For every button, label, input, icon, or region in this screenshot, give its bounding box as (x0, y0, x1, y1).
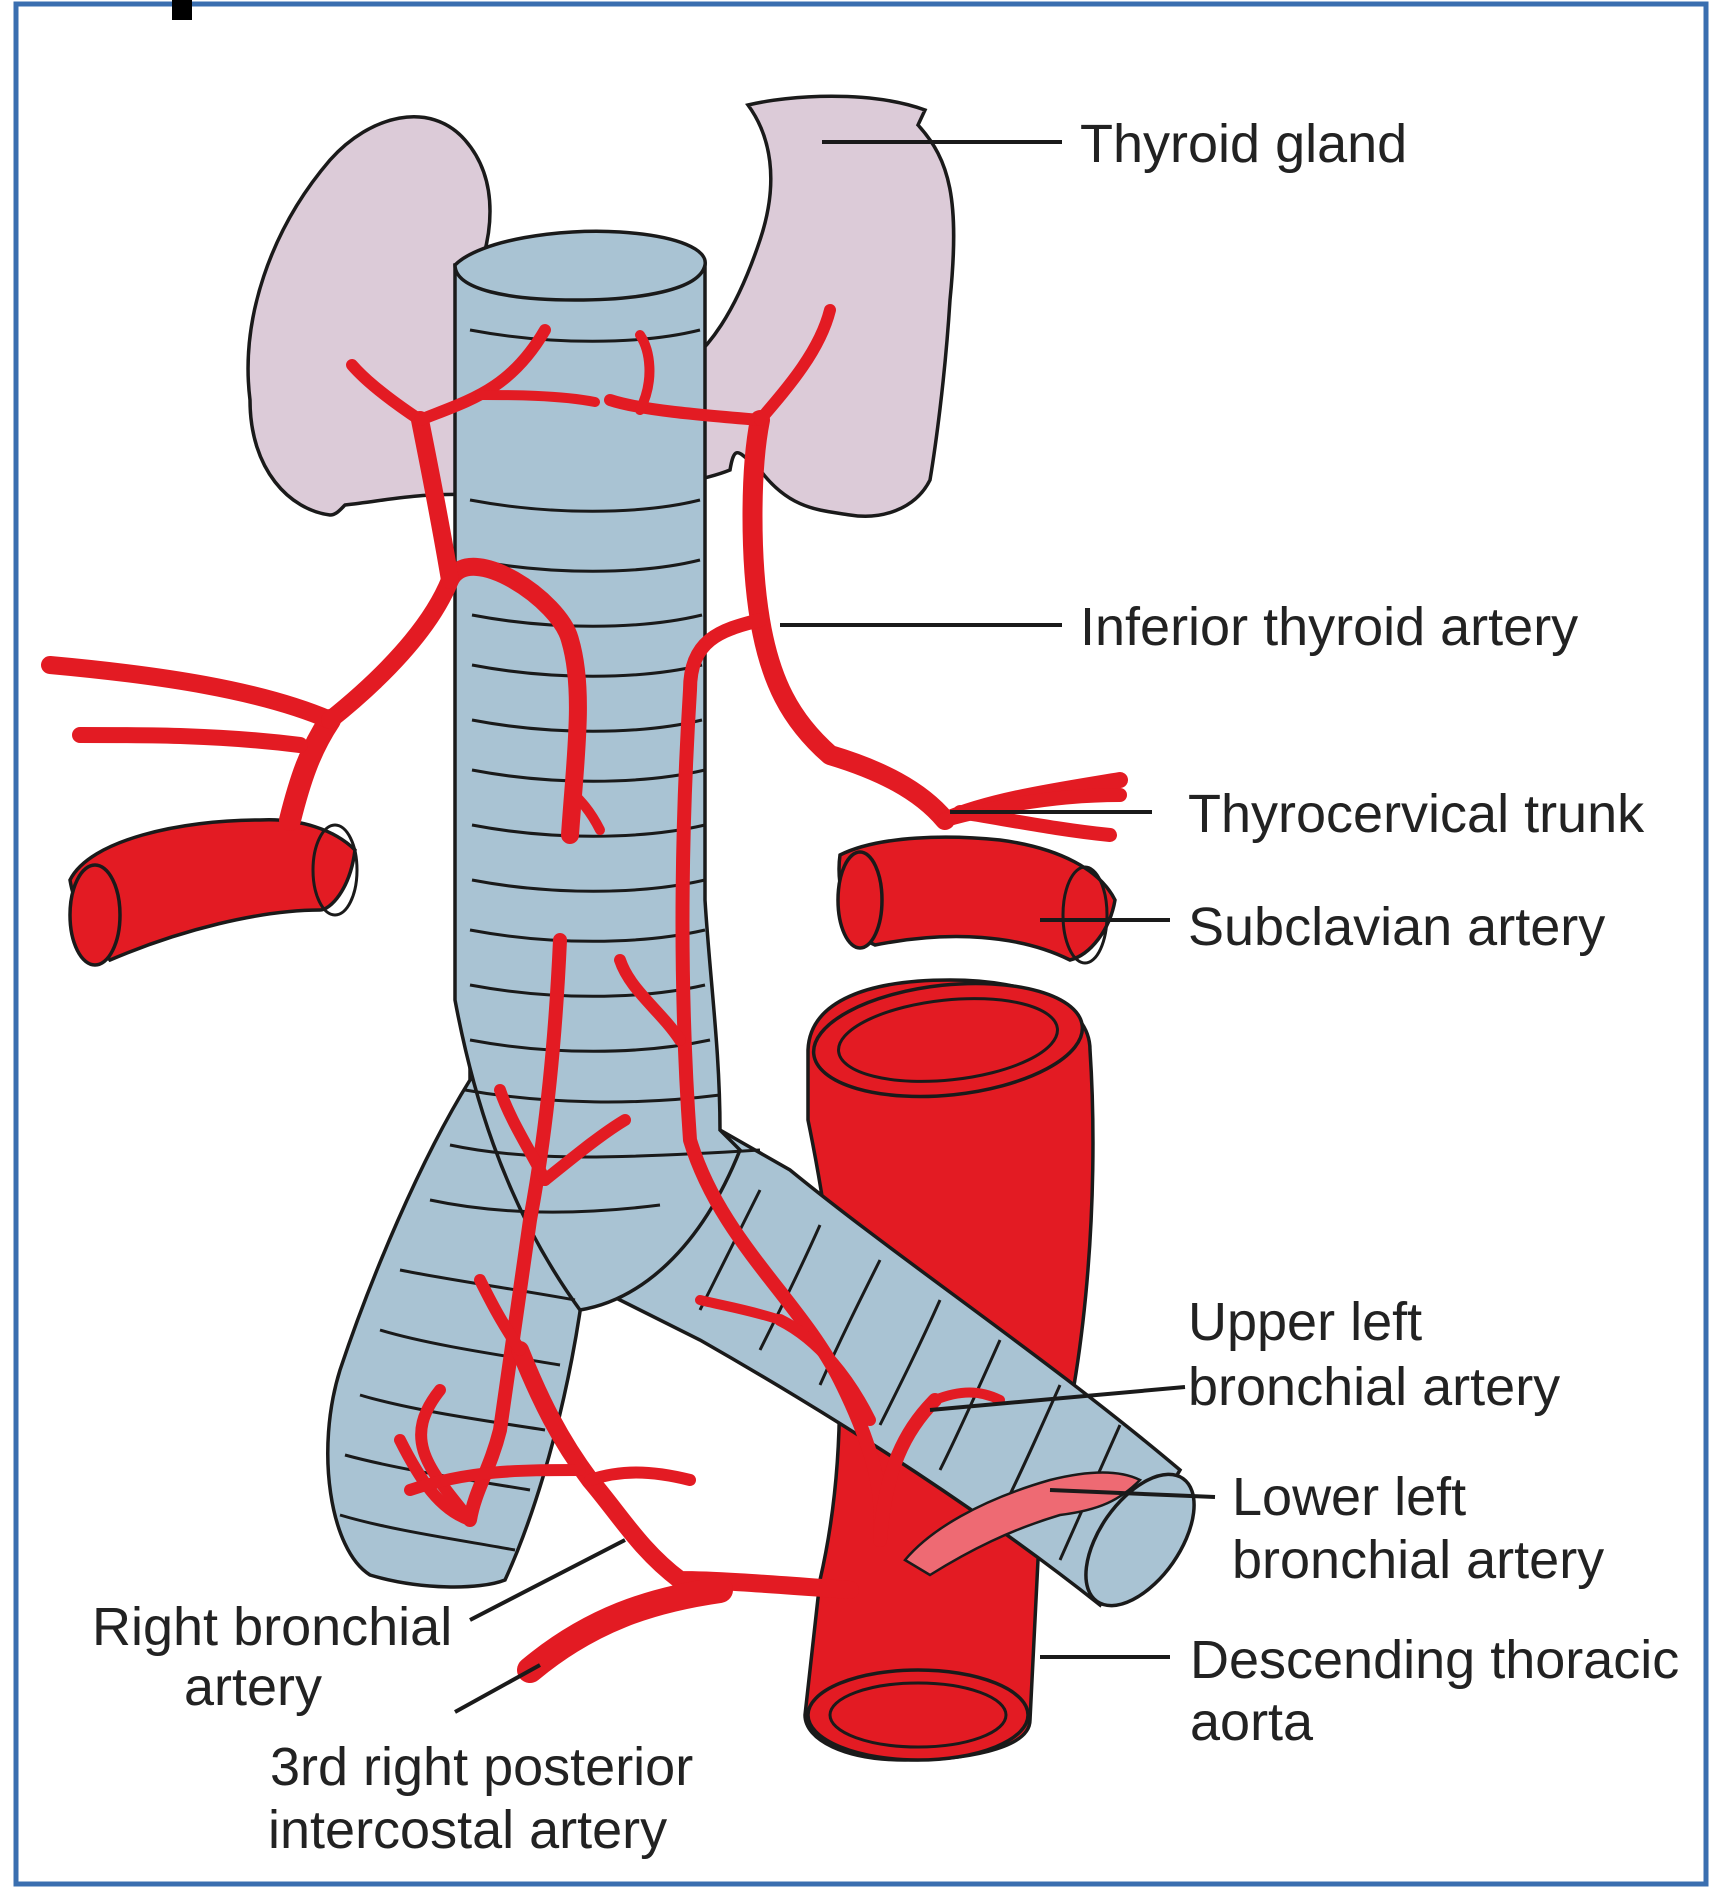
label-descending-aorta-line2: aorta (1190, 1692, 1314, 1752)
label-subclavian-artery: Subclavian artery (1188, 897, 1605, 957)
label-intercostal-line1: 3rd right posterior (270, 1737, 693, 1797)
label-intercostal-line2: intercostal artery (268, 1800, 667, 1860)
label-inferior-thyroid-artery: Inferior thyroid artery (1080, 597, 1578, 657)
label-lower-left-bronchial-line2: bronchial artery (1232, 1530, 1604, 1590)
label-right-bronchial-line1: Right bronchial (92, 1597, 452, 1657)
label-upper-left-bronchial-line1: Upper left (1188, 1292, 1422, 1352)
label-right-bronchial-line2: artery (184, 1657, 322, 1717)
label-lower-left-bronchial-line1: Lower left (1232, 1467, 1466, 1527)
label-upper-left-bronchial-line2: bronchial artery (1188, 1357, 1560, 1417)
label-descending-aorta-line1: Descending thoracic (1190, 1630, 1679, 1690)
label-thyrocervical-trunk: Thyrocervical trunk (1188, 784, 1645, 844)
leader-intercostal (455, 1665, 540, 1712)
label-thyroid-gland: Thyroid gland (1080, 114, 1407, 174)
subclavian-artery-left (838, 837, 1115, 963)
subclavian-artery-right (70, 820, 357, 965)
corner-mark (172, 0, 192, 20)
